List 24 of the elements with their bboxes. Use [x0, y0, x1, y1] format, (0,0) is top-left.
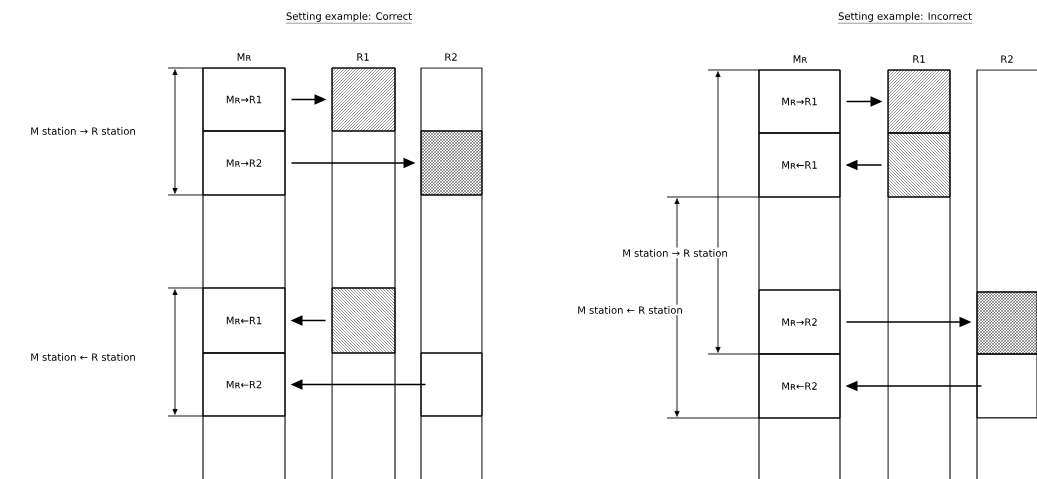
hatched-block — [887, 69, 951, 134]
memory-cell: Mʀ→R1 — [202, 67, 286, 132]
range-label: M station → R station — [623, 249, 727, 257]
memory-cell — [976, 353, 1037, 419]
memory-cell: Mʀ←R1 — [202, 287, 286, 354]
memory-cell: Mʀ→R2 — [758, 289, 841, 355]
memory-cell — [420, 352, 483, 417]
range-label: M station ← R station — [578, 306, 682, 314]
memory-cell: Mʀ←R2 — [758, 353, 841, 419]
memory-cell: Mʀ→R2 — [202, 130, 286, 196]
hatched-block — [976, 291, 1037, 355]
range-label: M station → R station — [31, 127, 135, 135]
column-heading: R2 — [1001, 55, 1013, 63]
memory-cell: Mʀ←R2 — [202, 352, 286, 417]
hatched-block — [331, 287, 396, 354]
range-label: M station ← R station — [31, 353, 135, 361]
heading: Setting example: Incorrect — [837, 12, 973, 24]
heading: Setting example: Correct — [285, 12, 413, 24]
hatched-block — [887, 132, 951, 198]
hatched-block — [420, 130, 483, 196]
column-heading: R2 — [445, 53, 457, 61]
memory-cell: Mʀ←R1 — [758, 132, 841, 198]
hatched-block — [331, 67, 396, 132]
memory-cell: Mʀ→R1 — [758, 69, 841, 134]
